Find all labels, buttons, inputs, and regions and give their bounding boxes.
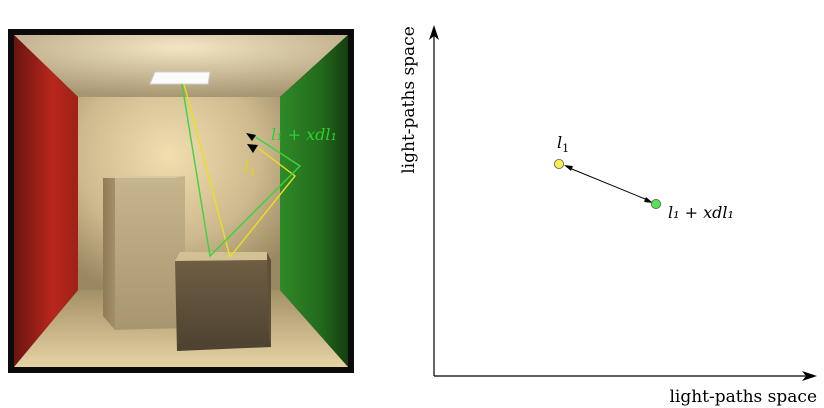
path-space-diagram: light-paths space light-paths space l1 l… [399,25,817,407]
green-path-arrowhead [246,133,256,141]
yellow-path-arrowhead [247,144,258,153]
ceiling [14,35,348,97]
point-perturbed [651,198,662,209]
yellow-light-path [183,83,296,259]
label-point-perturbed: l₁ + xdl₁ [668,203,734,222]
arrowhead-to-l1 [564,165,573,171]
green-light-path [181,83,302,258]
light-path-perturbed [181,83,302,258]
perturbation-arrow [566,166,651,202]
point-l1 [554,158,565,169]
y-axis-label: light-paths space [399,26,419,174]
x-axis-arrowhead [802,371,817,381]
label-l1-left: l1 [244,157,256,179]
label-perturbed-left: l₁ + xdl₁ [271,125,337,144]
red-wall [14,35,78,367]
cornell-box-render: l1 l₁ + xdl₁ [8,29,354,373]
x-axis-label: light-paths space [669,387,817,407]
short-box [175,252,271,351]
light-path-l1 [183,83,296,259]
area-light [149,71,211,85]
y-axis-arrowhead [429,25,439,40]
green-wall [280,35,348,367]
tall-box [103,176,185,330]
label-point-l1: l1 [557,133,569,155]
arrowhead-to-perturbed [644,197,653,203]
